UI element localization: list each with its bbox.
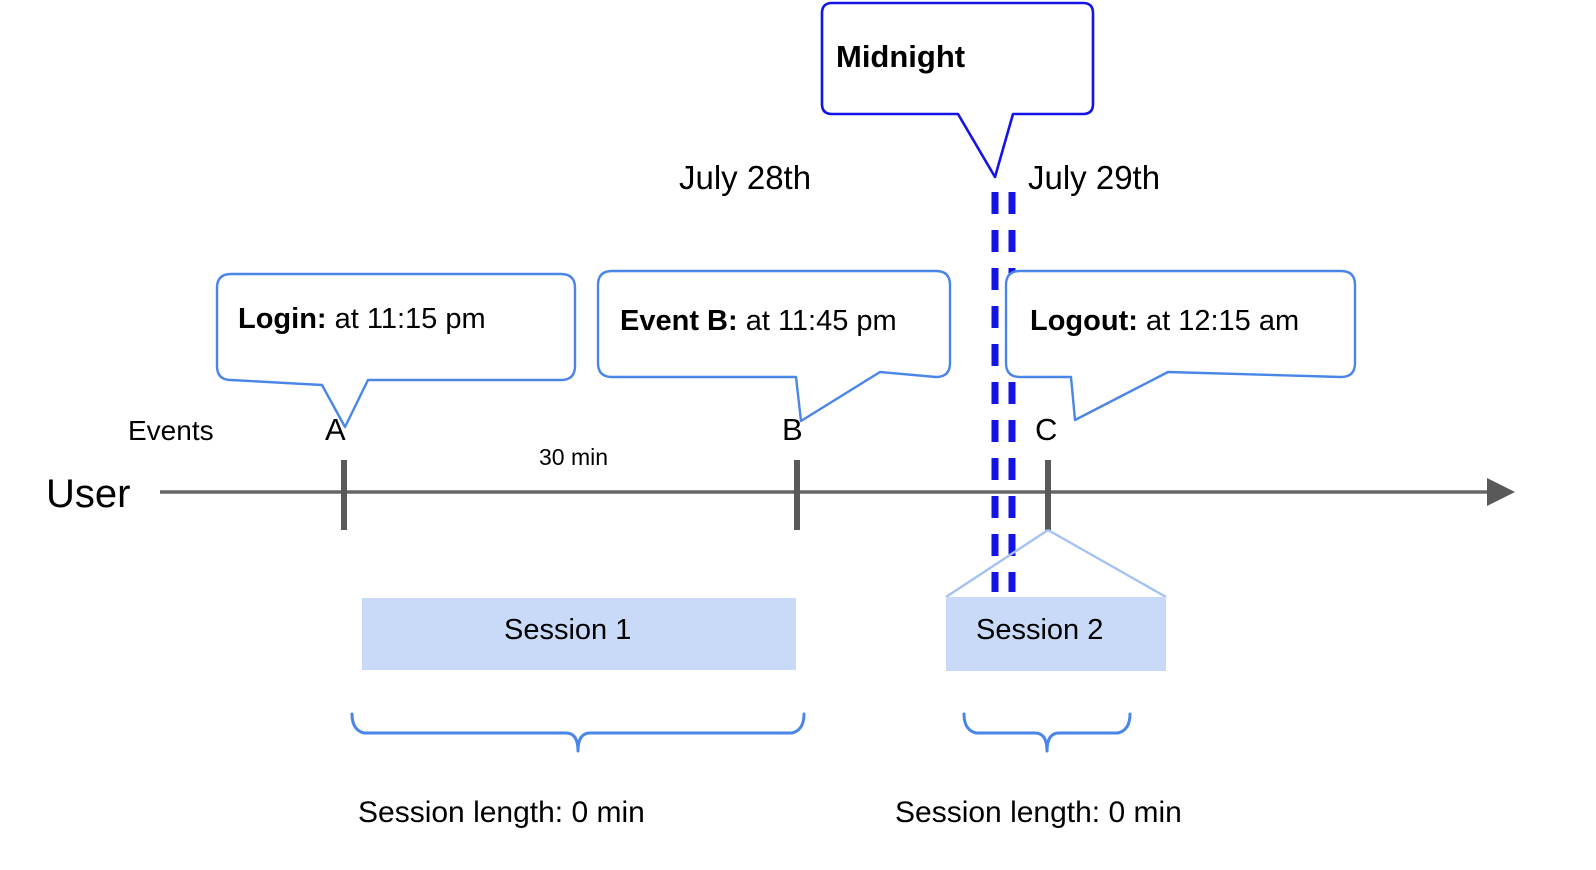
login-callout-bold: Login: xyxy=(238,303,327,335)
session-1-label: Session 1 xyxy=(504,614,632,646)
login-callout-rest: at 11:15 pm xyxy=(326,303,486,335)
session-2-box xyxy=(946,597,1166,671)
interval-label: 30 min xyxy=(539,444,609,470)
logout-callout-rest: at 12:15 am xyxy=(1137,305,1300,337)
axis-right-arrow-icon xyxy=(1487,478,1515,506)
event-marker-label-b: B xyxy=(782,412,803,447)
midnight-label: Midnight xyxy=(836,39,966,74)
midnight-callout-shape xyxy=(820,1,1095,179)
event-marker-label-a: A xyxy=(325,412,346,447)
login-callout-text: Login: at 11:15 pm xyxy=(238,303,486,336)
event-b-callout-rest: at 11:45 pm xyxy=(737,305,897,337)
day-label-left: July 28th xyxy=(679,159,812,196)
event-b-callout-bold: Event B: xyxy=(620,305,738,337)
logout-callout-text: Logout: at 12:15 am xyxy=(1030,305,1299,338)
session-2-brace xyxy=(962,712,1132,753)
events-row-label: Events xyxy=(128,415,214,446)
midnight-dashed-lines xyxy=(991,192,1016,592)
session-2-leader-lines xyxy=(945,528,1167,599)
logout-callout-shape xyxy=(1004,269,1357,422)
login-callout-shape xyxy=(215,272,577,429)
session-1-brace xyxy=(350,712,806,753)
session-2-length-label: Session length: 0 min xyxy=(895,796,1182,829)
event-b-callout-shape xyxy=(596,269,952,423)
user-row-label: User xyxy=(46,472,131,516)
session-2-label: Session 2 xyxy=(976,614,1104,646)
event-tick-marks xyxy=(341,460,1051,530)
session-1-length-label: Session length: 0 min xyxy=(358,796,645,829)
event-marker-label-c: C xyxy=(1035,412,1058,447)
event-b-callout-text: Event B: at 11:45 pm xyxy=(620,305,897,338)
session-boxes xyxy=(362,597,1166,671)
logout-callout-bold: Logout: xyxy=(1030,305,1138,337)
session-1-box xyxy=(362,598,796,670)
timeline-axis xyxy=(160,478,1515,506)
day-label-right: July 29th xyxy=(1028,159,1161,196)
